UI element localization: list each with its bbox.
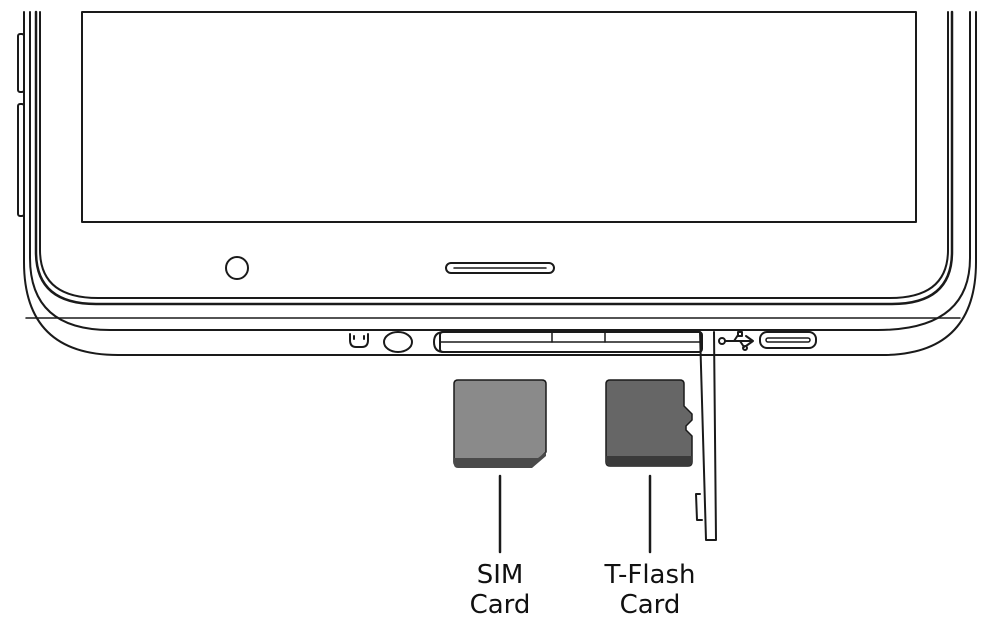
side-buttons (17, 33, 25, 217)
tflash-card (605, 379, 693, 467)
front-camera (225, 256, 249, 280)
headphone-icon (349, 333, 369, 348)
screen (81, 11, 917, 223)
usb-icon (718, 331, 754, 351)
tray-door (695, 331, 717, 541)
tflash-label-line2: Card (619, 590, 681, 620)
sim-card (453, 379, 547, 468)
tflash-label-line1: T-Flash (604, 560, 696, 590)
usb-port (759, 331, 817, 349)
card-tray-slot (433, 331, 703, 353)
sim-label-line2: Card (469, 590, 531, 620)
phone-body (23, 10, 977, 356)
speaker-grille (445, 262, 555, 274)
sim-label-line1: SIM (476, 560, 524, 590)
headphone-jack (383, 331, 413, 353)
